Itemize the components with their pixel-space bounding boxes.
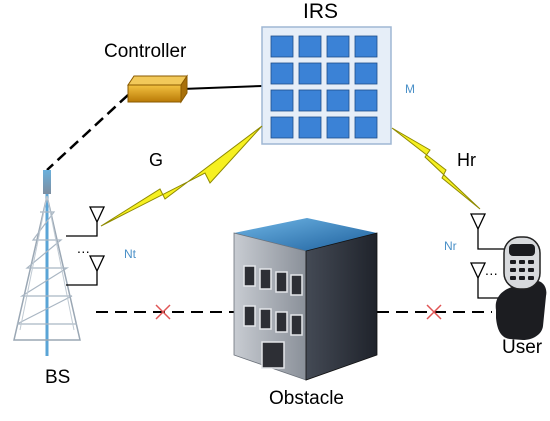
irs-panel-icon: [261, 26, 392, 145]
tower-icon: [13, 170, 81, 356]
irs-element: [354, 89, 378, 112]
user-label: User: [502, 337, 543, 358]
nr-label: Nr: [444, 239, 457, 253]
bs-antenna-dots: ...: [77, 240, 91, 256]
irs-element: [354, 35, 378, 58]
phone-icon: [495, 236, 547, 340]
lightning-g: [100, 125, 263, 227]
controller-bs-link: [46, 94, 129, 171]
irs-element: [326, 89, 350, 112]
user-antenna-dots: ...: [485, 262, 499, 278]
user-antenna-array: [469, 213, 504, 299]
bs-label: BS: [45, 367, 71, 388]
controller-box-icon: [127, 74, 188, 104]
irs-element: [270, 35, 294, 58]
bs-antenna-array: [66, 206, 106, 286]
building-icon: [233, 218, 378, 381]
controller-irs-link: [181, 85, 263, 90]
irs-element: [270, 89, 294, 112]
irs-element: [270, 116, 294, 139]
g-label: G: [149, 150, 164, 170]
controller-label: Controller: [104, 41, 187, 62]
obstacle-label: Obstacle: [269, 388, 344, 409]
irs-label: IRS: [303, 0, 339, 23]
irs-element: [326, 62, 350, 85]
irs-element: [298, 62, 322, 85]
hr-label: Hr: [457, 150, 476, 170]
irs-element: [298, 89, 322, 112]
nt-label: Nt: [124, 247, 136, 261]
irs-element: [298, 116, 322, 139]
lightning-hr: [391, 127, 481, 210]
irs-element: [326, 116, 350, 139]
irs-element: [326, 35, 350, 58]
blocked-mark-left: [155, 304, 171, 320]
irs-element: [298, 35, 322, 58]
irs-element: [354, 116, 378, 139]
m-label: M: [405, 82, 415, 96]
blocked-mark-right: [426, 304, 442, 320]
irs-element: [354, 62, 378, 85]
irs-element: [270, 62, 294, 85]
